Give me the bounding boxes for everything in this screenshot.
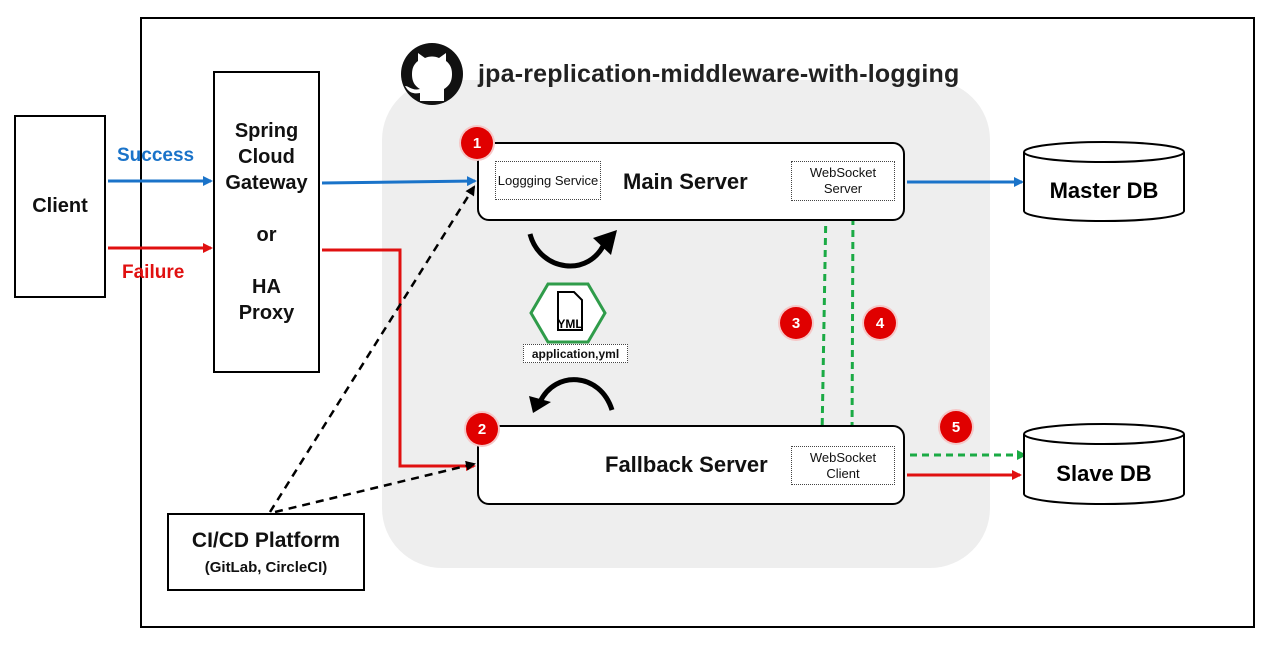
cicd-subtitle: (GitLab, CircleCI): [204, 558, 328, 576]
gateway-line-5: HA: [252, 276, 281, 298]
cycle-arrow-up-head-icon: [529, 396, 551, 413]
gateway-line-4: or: [256, 224, 277, 246]
cycle-arrow-down-icon: [527, 233, 608, 269]
step-badge-2: 2: [466, 413, 498, 445]
gateway-line-2: Cloud: [238, 146, 295, 168]
gateway-to-fallback-edge: [322, 248, 476, 471]
yml-caption: application,yml: [523, 344, 628, 363]
cicd-node: CI/CD Platform (GitLab, CircleCI): [167, 513, 365, 591]
slave-db-cylinder: Slave DB: [1023, 423, 1185, 505]
cicd-to-main-edge: [268, 185, 476, 513]
cicd-title: CI/CD Platform: [191, 528, 341, 552]
client-label: Client: [32, 195, 88, 217]
websocket-edge-3: [820, 204, 831, 438]
yml-icon-text: YML: [557, 317, 582, 331]
failure-label: Failure: [122, 262, 185, 283]
diagram-frame: [140, 17, 1255, 628]
step-badge-3: 3: [780, 307, 812, 339]
websocket-client-box: WebSocket Client: [791, 446, 895, 485]
logging-service-box: Loggging Service: [495, 161, 601, 200]
diagram-title: jpa-replication-middleware-with-logging: [478, 60, 960, 88]
gateway-line-1: Spring: [234, 120, 299, 142]
step-badge-5: 5: [940, 411, 972, 443]
gateway-node: Spring Cloud Gateway or HA Proxy: [213, 71, 320, 373]
step-badge-1: 1: [461, 127, 493, 159]
slave-db-label: Slave DB: [1056, 461, 1151, 486]
cicd-to-fallback-edge: [274, 461, 476, 514]
main-server-label: Main Server: [623, 168, 748, 194]
client-node: Client: [14, 115, 106, 298]
gateway-to-main-edge: [321, 176, 477, 187]
cycle-arrow-down-head-icon: [593, 230, 617, 255]
master-db-cylinder: Master DB: [1023, 141, 1185, 222]
gateway-line-3: Gateway: [225, 172, 308, 194]
github-logo-icon: [401, 43, 463, 105]
main-server-node: Loggging Service Main Server WebSocket S…: [477, 142, 905, 221]
websocket-server-box: WebSocket Server: [791, 161, 895, 201]
master-db-label: Master DB: [1050, 178, 1159, 203]
success-label: Success: [117, 145, 195, 166]
websocket-edge-4: [847, 205, 858, 441]
fallback-server-label: Fallback Server: [605, 452, 768, 477]
step-badge-4: 4: [864, 307, 896, 339]
yml-file-icon: YML: [529, 282, 607, 344]
cycle-arrow-up-icon: [537, 377, 615, 411]
gateway-line-6: Proxy: [238, 302, 295, 324]
fallback-server-node: Fallback Server WebSocket Client: [477, 425, 905, 505]
